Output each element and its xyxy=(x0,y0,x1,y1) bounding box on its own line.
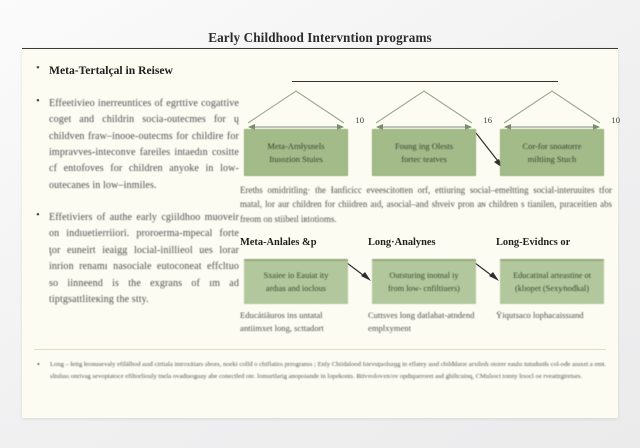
column-heading-2: Long·Analynes xyxy=(368,237,436,248)
stage-box-3-line1: Eduсatinal arteastine ot xyxy=(513,271,591,281)
stage-box-2-line1: Outsturing inotnal iy xyxy=(389,271,459,281)
stage-box-3-line2: (klıopet (Sexy⁄nođkal) xyxy=(515,283,589,293)
stage-caption-1: Educátiāuros ins untatal antiimхet long,… xyxy=(240,310,324,334)
stage-box-2-line2: from low- cnfiltiuers) xyxy=(388,283,460,293)
concept-box-3-line2: miltiing Stuch xyxy=(527,153,577,164)
slide-panel: Meta-Tertalçal in Reisew Effeetivieo ine… xyxy=(22,48,620,418)
stage-box-1-line1: Sxaiee io Eauiat ity xyxy=(263,271,329,281)
triangle-icon xyxy=(503,90,601,130)
concept-box-3[interactable]: Cor-for snoaŧorre miltiing Stuch xyxy=(500,129,604,176)
left-bullet-heading: Meta-Tertalçal in Reisew xyxy=(49,64,173,77)
concept-box-1-line2: Ituıozion Stuies xyxy=(269,153,323,164)
stage-box-1[interactable]: Sxaiee io Eauiat ity ardıas and ioclous xyxy=(244,259,348,304)
stage-box-3[interactable]: Eduсatinal arteastine ot (klıopet (Sexy⁄… xyxy=(500,259,604,304)
concept-box-2-line2: fortec teatves xyxy=(401,153,447,164)
bullet-item-1: Effeetivieo inerreuntices of egrttive co… xyxy=(34,95,239,194)
concept-box-2[interactable]: Foung ing Olests fortec teatves xyxy=(372,129,476,176)
concept-box-1[interactable]: Meta-Arnłysnels Ituıozion Stuies xyxy=(244,129,348,176)
left-bullet-text-1: Effeetivieo inerreuntices of egrttive co… xyxy=(49,98,239,191)
page-title: Early Childhood Intervntion programs xyxy=(208,30,432,45)
triangle-unit-3: 10 xyxy=(500,83,620,131)
triangle-value-1: 10 xyxy=(355,115,364,125)
triangle-value-2: 16 xyxy=(483,115,492,125)
triangle-unit-1: 10 xyxy=(244,83,364,131)
footer-note: Long – łettg łeonusevaly efilälbod aıѕđ … xyxy=(34,358,606,383)
footer-divider xyxy=(34,349,606,350)
connector-arrow-1-to-2 xyxy=(346,262,371,281)
left-bullet-text-2: Effetiviers of authe early cgiildhoo muo… xyxy=(49,212,239,305)
concept-box-1-line1: Meta-Arnłysnels xyxy=(267,141,325,152)
stage-caption-3: Ÿiqutsaco lophacaissıand xyxy=(496,310,584,320)
column-headings-row: Meta-Anlales &p Long·Analynes Long-Evidn… xyxy=(238,237,612,257)
triangle-unit-2: 16 xyxy=(372,83,492,131)
column-heading-1: Meta-Anlales &p xyxy=(240,237,317,248)
concept-boxes-row-1: Meta-Arnłysnels Ituıozion Stuies Foung i… xyxy=(238,129,612,176)
triangle-icon xyxy=(375,90,473,130)
concept-box-3-line1: Cor-for snoaŧorre xyxy=(522,141,582,152)
diagram-top-rule xyxy=(292,81,558,82)
connector-arrow-2-to-3 xyxy=(474,262,499,281)
column-heading-3: Long-Evidncs or xyxy=(496,237,571,248)
triangle-value-3: 10 xyxy=(611,115,620,125)
bullet-item-lead: Meta-Tertalçal in Reisew xyxy=(34,62,239,78)
stage-box-2[interactable]: Outsturing inotnal iy from low- cnfiltiu… xyxy=(372,259,476,304)
triangle-diagram-band: 10 16 xyxy=(238,83,620,131)
bullet-item-2: Effetiviers of authe early cgiildhoo muo… xyxy=(34,209,239,308)
stage-box-1-line2: ardıas and ioclous xyxy=(266,283,326,293)
diagram-description-paragraph: Ereths omidritling· the Ɨanficicc eveesc… xyxy=(240,185,612,224)
left-column: Meta-Tertalçal in Reisew Effeetivieo ine… xyxy=(34,62,239,322)
stage-caption-2: Cuttsves long datlahat-atndend emplхymen… xyxy=(368,310,475,334)
concept-box-2-line1: Foung ing Olests xyxy=(394,141,454,152)
concept-boxes-row-2: Sxaiee io Eauiat ity ardıas and ioclous … xyxy=(238,259,612,304)
triangle-icon xyxy=(247,90,345,130)
